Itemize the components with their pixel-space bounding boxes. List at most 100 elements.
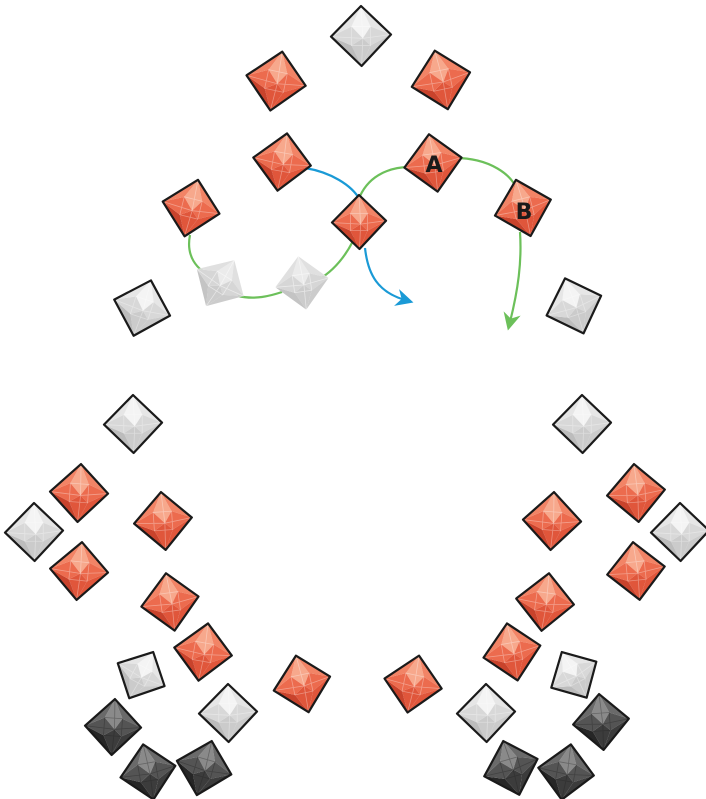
tile-facet — [435, 152, 462, 171]
tile-facet — [104, 414, 135, 434]
tile-facet — [402, 686, 421, 713]
tile-facet — [360, 213, 386, 231]
tile-facet — [538, 761, 568, 780]
tile-facet — [70, 464, 89, 496]
tile-outline — [606, 541, 666, 601]
tile-outline — [572, 692, 630, 751]
tile-outline — [102, 393, 164, 455]
tile-facet-lines — [198, 683, 258, 743]
tile-facet — [670, 534, 690, 561]
tile-facet — [651, 522, 682, 542]
tile-facet-lines — [551, 651, 597, 698]
tile-facet-lines — [650, 502, 706, 562]
tile-facet — [576, 661, 597, 679]
tile-facet-lines — [84, 699, 142, 756]
tile-facet-lines — [573, 694, 629, 750]
tile-facet — [637, 560, 665, 580]
tile-facet — [80, 562, 108, 582]
tile-outline — [119, 743, 177, 799]
tile-facet — [273, 676, 305, 695]
tile-facet — [637, 483, 665, 502]
tile-facet — [572, 395, 592, 427]
tile-facet — [562, 278, 580, 308]
tile-facet — [501, 623, 520, 654]
tile-outline — [330, 193, 388, 251]
tile-facet-lines — [134, 492, 192, 550]
tile-r8 — [550, 650, 598, 699]
tile-facet — [523, 511, 554, 530]
tile-facet — [561, 652, 578, 677]
tile-facet — [275, 275, 304, 293]
tile-facet — [154, 523, 173, 550]
tile-facet — [681, 522, 706, 542]
tile-facet — [274, 133, 293, 165]
tile-facet — [576, 294, 602, 312]
tile-facet — [525, 196, 551, 215]
tile-facet — [114, 296, 143, 314]
tile-facet — [140, 773, 159, 799]
tile-facet — [516, 209, 535, 236]
tile-facet — [70, 542, 90, 574]
tile-facet — [205, 761, 232, 780]
tile-facet-lines — [49, 464, 109, 523]
tile-facet — [537, 573, 556, 605]
tile-facet-lines — [483, 623, 541, 681]
tile-facet — [607, 562, 638, 582]
tile-facet — [422, 134, 441, 166]
tile-outline — [140, 572, 200, 632]
tile-l11 — [83, 697, 143, 757]
tile-facet — [534, 604, 553, 631]
tile-facet — [197, 741, 216, 771]
tile-facet — [35, 522, 63, 542]
tile-facet — [141, 671, 165, 687]
tile-facet — [5, 522, 36, 542]
tile-facet-lines — [607, 464, 665, 522]
tile-facet — [513, 756, 538, 775]
tile-facet — [50, 560, 81, 580]
tile-facet — [627, 573, 647, 600]
tile-facet — [164, 511, 192, 530]
tile-top-right — [410, 49, 472, 111]
tile-facet — [583, 414, 611, 434]
tile-facet — [268, 51, 288, 84]
tile-facet — [275, 287, 307, 310]
tile-facet — [275, 256, 299, 288]
tile-l10 — [272, 654, 332, 714]
tile-outline — [483, 739, 539, 796]
tile-facet-lines — [411, 50, 471, 110]
tile-facet-lines — [494, 179, 551, 237]
tile-facet — [351, 38, 371, 66]
tile-facet-lines — [273, 655, 331, 713]
tile-outline — [175, 739, 233, 797]
tile-outline — [197, 682, 259, 744]
tile-facet — [516, 591, 547, 610]
tile-outline — [113, 279, 172, 337]
tile-facet — [294, 685, 313, 713]
tile-facet — [476, 715, 496, 742]
tile-outline — [493, 178, 552, 238]
tile-facet — [123, 395, 143, 427]
tile-outline — [649, 501, 706, 563]
tile-a — [403, 133, 463, 193]
tile-outline — [410, 49, 472, 111]
tile-facet — [104, 699, 123, 730]
tile-r3 — [649, 501, 706, 563]
tile-facet — [137, 744, 156, 774]
tile-l7 — [173, 622, 233, 682]
tile-outline — [83, 697, 143, 757]
tile-outline — [545, 277, 603, 335]
tile-facet — [626, 464, 645, 496]
tile-outline — [550, 650, 598, 699]
tile-facet-lines — [4, 502, 64, 562]
tile-facet — [141, 594, 173, 613]
tile-facet — [192, 201, 220, 220]
tile-outline — [252, 132, 312, 192]
tile-facet — [218, 684, 238, 716]
tile-facet-lines — [546, 278, 602, 334]
tile-outline — [403, 133, 463, 193]
tile-r13 — [483, 739, 539, 796]
tile-facet — [570, 676, 587, 698]
tile-facet — [264, 83, 284, 111]
tile-facet-lines — [404, 134, 462, 192]
tile-facet-lines — [174, 623, 232, 681]
